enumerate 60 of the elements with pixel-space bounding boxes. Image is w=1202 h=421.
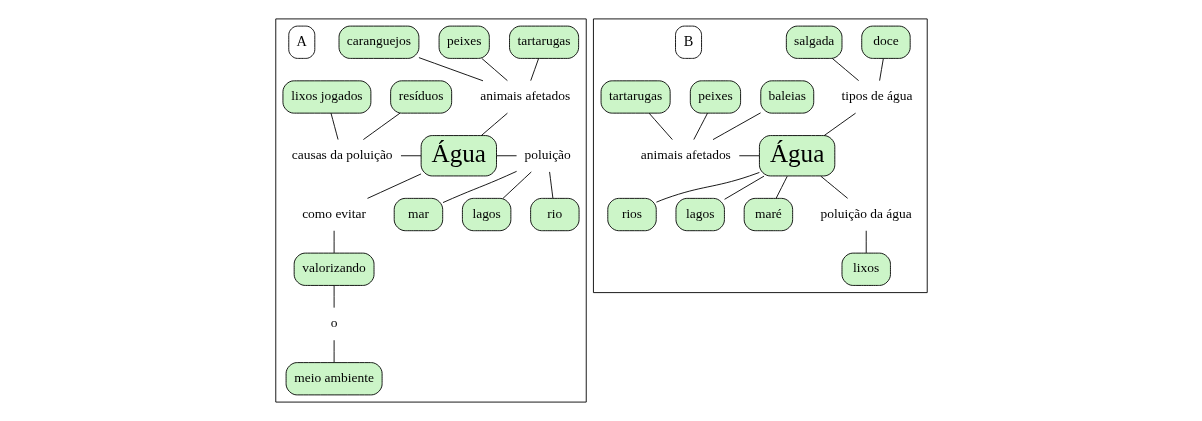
node-box: doce xyxy=(860,25,911,59)
connector xyxy=(529,58,539,82)
connector xyxy=(648,112,673,140)
node-box: rios xyxy=(606,197,657,232)
node-box: caranguejos xyxy=(338,25,419,59)
connector xyxy=(819,175,848,199)
connector xyxy=(418,57,483,82)
node-text: animais afetados xyxy=(479,88,570,104)
node-box: valorizando xyxy=(293,252,374,286)
node-box: lixos jogados xyxy=(282,80,371,114)
connector xyxy=(333,285,335,309)
node-box: tartarugas xyxy=(508,25,579,59)
node-text: como evitar xyxy=(301,205,366,221)
connector xyxy=(333,230,335,254)
node-text: tipos de água xyxy=(840,88,912,104)
connector xyxy=(442,170,517,203)
connector xyxy=(692,112,708,140)
node-box: mar xyxy=(393,197,443,232)
connector xyxy=(548,171,553,199)
connector xyxy=(723,175,764,200)
node-box: rio xyxy=(529,197,580,232)
node-box: tartarugas xyxy=(600,80,671,114)
node-box: Água xyxy=(758,135,835,177)
connector xyxy=(362,112,400,140)
node-box: lixos xyxy=(841,252,891,286)
node-box: meio ambiente xyxy=(285,362,383,396)
node-text: poluição xyxy=(524,146,571,162)
node-box: Água xyxy=(420,135,497,177)
cluster xyxy=(274,18,587,403)
node-box: resíduos xyxy=(389,80,452,114)
node-box: peixes xyxy=(689,80,741,114)
node-box: salgada xyxy=(785,25,842,59)
connector xyxy=(823,112,856,136)
connector xyxy=(366,173,421,199)
node-box: B xyxy=(674,25,702,59)
connector xyxy=(480,112,508,136)
connector xyxy=(655,172,760,203)
connector xyxy=(330,112,338,140)
connector xyxy=(502,171,532,199)
node-box: lagos xyxy=(675,197,725,232)
node-box: peixes xyxy=(438,25,490,59)
connector xyxy=(831,58,859,82)
connector xyxy=(333,339,335,363)
connector xyxy=(878,58,884,82)
node-text: animais afetados xyxy=(640,146,731,162)
node-text: o xyxy=(330,315,337,331)
connector xyxy=(775,175,788,199)
node-box: A xyxy=(287,25,315,59)
node-box: lagos xyxy=(461,197,511,232)
connector xyxy=(400,155,421,157)
node-box: maré xyxy=(743,197,793,232)
connector xyxy=(480,58,508,82)
node-text: poluição da água xyxy=(820,205,912,221)
connector xyxy=(495,155,517,157)
connector xyxy=(865,230,867,254)
node-text: causas da poluição xyxy=(291,146,393,162)
cluster xyxy=(592,18,928,294)
connector xyxy=(712,112,761,141)
node-box: baleias xyxy=(759,80,814,114)
connector xyxy=(738,155,760,157)
